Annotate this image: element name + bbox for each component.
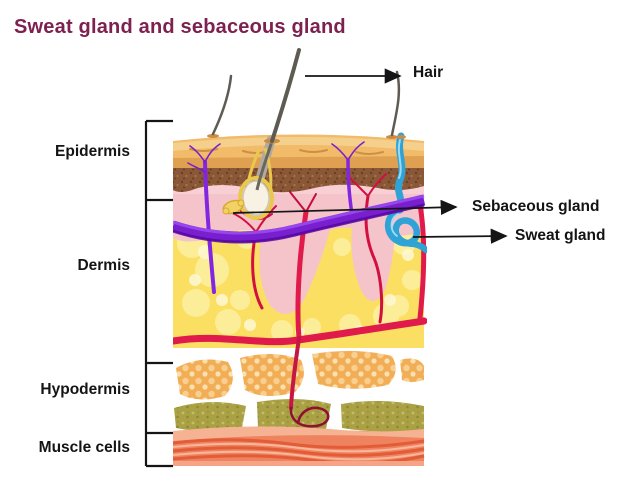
callout-arrows bbox=[232, 68, 508, 244]
sweat-gland-arrow bbox=[412, 228, 508, 244]
label-dermis-text: Dermis bbox=[77, 257, 130, 274]
layer-bracket bbox=[144, 119, 173, 468]
label-epidermis-text: Epidermis bbox=[55, 143, 130, 160]
epidermis-layer bbox=[173, 134, 424, 168]
label-hair-text: Hair bbox=[413, 64, 444, 81]
hypodermis-fat-lobules bbox=[176, 350, 424, 400]
hair-right bbox=[390, 70, 401, 137]
hair-pores bbox=[207, 134, 406, 144]
skin-block bbox=[173, 132, 427, 466]
hair-middle bbox=[270, 48, 301, 143]
label-muscle-cells-text: Muscle cells bbox=[38, 439, 130, 456]
label-hair: Hair bbox=[413, 64, 443, 82]
hair-strands bbox=[211, 48, 401, 143]
page-title: Sweat gland and sebaceous gland bbox=[14, 16, 346, 38]
label-dermis: Dermis bbox=[0, 257, 130, 275]
label-hypodermis: Hypodermis bbox=[0, 381, 130, 399]
granular-brown-layer bbox=[173, 166, 424, 193]
label-muscle-cells: Muscle cells bbox=[0, 439, 130, 457]
sebaceous-gland-arrow bbox=[232, 199, 458, 216]
muscle-layer bbox=[173, 426, 425, 466]
hair-follicle bbox=[222, 135, 276, 220]
label-hypodermis-text: Hypodermis bbox=[40, 381, 130, 398]
label-epidermis: Epidermis bbox=[0, 143, 130, 161]
label-sebaceous-gland-text: Sebaceous gland bbox=[472, 198, 600, 215]
label-sebaceous-gland: Sebaceous gland bbox=[472, 198, 599, 216]
hair-left bbox=[211, 74, 233, 136]
label-sweat-gland: Sweat gland bbox=[515, 227, 605, 245]
label-sweat-gland-text: Sweat gland bbox=[515, 227, 606, 244]
connective-olive-layer bbox=[174, 398, 424, 432]
